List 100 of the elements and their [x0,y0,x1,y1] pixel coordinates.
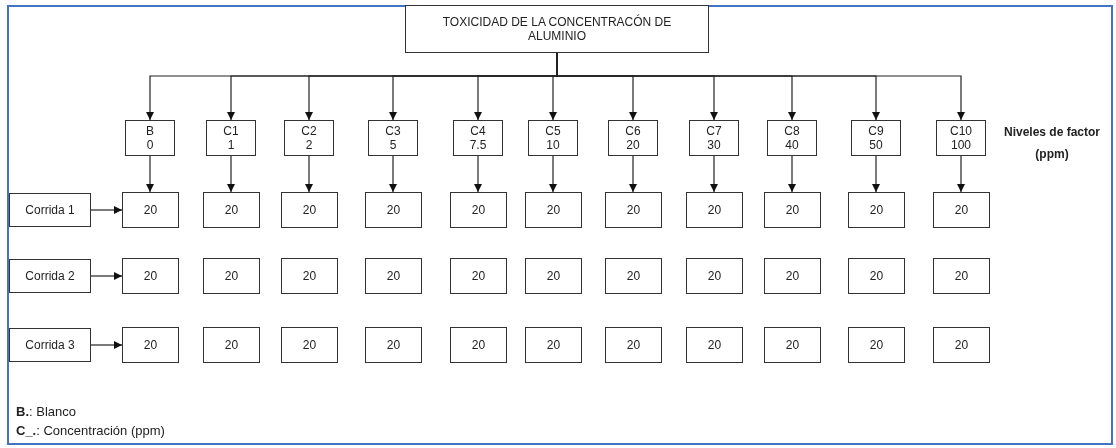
value-text: 20 [224,203,239,217]
level-text: 7.5 [469,138,487,152]
arrow [226,155,236,193]
run-label-box [9,193,91,227]
value-text: 20 [869,269,884,283]
value-box [525,258,582,294]
value-box [605,327,662,363]
level-box [368,120,418,156]
value-text: 20 [386,338,401,352]
value-box [605,258,662,294]
level-text: 20 [626,138,640,152]
level-box [453,120,503,156]
value-box [281,327,338,363]
value-text: 20 [302,269,317,283]
value-box [764,258,821,294]
arrow [90,271,123,281]
level-box [689,120,739,156]
value-text: 20 [471,338,486,352]
value-text: 20 [471,269,486,283]
level-box [284,120,334,156]
value-box [933,258,990,294]
value-text: 20 [143,338,158,352]
value-box [203,192,260,228]
value-box [122,192,179,228]
run-label-box [9,328,91,362]
value-text: 20 [626,338,641,352]
value-box [281,258,338,294]
value-box [203,327,260,363]
legend-note: B.: Blanco [16,404,77,419]
arrow [473,155,483,193]
level-text: 40 [785,138,799,152]
title-text: TOXICIDAD DE LA CONCENTRACÓN DE ALUMINIO [441,15,673,43]
value-text: 20 [471,203,486,217]
value-box [764,192,821,228]
arrow [787,155,797,193]
level-text: 0 [146,138,154,152]
value-text: 20 [302,203,317,217]
arrow [956,155,966,193]
level-text: 10 [546,138,560,152]
value-box [686,327,743,363]
value-text: 20 [626,203,641,217]
level-text: C1 [223,124,239,138]
level-text: 2 [305,138,313,152]
level-box [767,120,817,156]
value-box [686,192,743,228]
value-box [848,327,905,363]
run-label: Corrida 1 [25,203,75,217]
value-text: 20 [546,269,561,283]
arrow [304,155,314,193]
axis-note: Niveles de factor (ppm) [1002,124,1101,163]
value-text: 20 [546,338,561,352]
level-text: C3 [385,124,401,138]
value-box [122,327,179,363]
level-text: B [146,124,154,138]
value-box [525,327,582,363]
level-text: C7 [706,124,722,138]
value-text: 20 [626,269,641,283]
level-text: C10 [950,124,972,138]
value-text: 20 [386,269,401,283]
value-box [450,258,507,294]
value-text: 20 [386,203,401,217]
value-text: 20 [785,269,800,283]
level-text: C9 [868,124,884,138]
value-text: 20 [707,203,722,217]
run-label-box [9,259,91,293]
value-text: 20 [785,203,800,217]
level-text: C6 [625,124,641,138]
level-text: 100 [951,138,971,152]
arrow [90,205,123,215]
value-text: 20 [869,338,884,352]
level-box [851,120,901,156]
level-box [608,120,658,156]
value-text: 20 [954,338,969,352]
level-text: 5 [389,138,397,152]
arrow [548,155,558,193]
level-text: 30 [707,138,721,152]
arrow [871,155,881,193]
value-text: 20 [707,338,722,352]
value-box [365,327,422,363]
level-box [125,120,175,156]
value-box [605,192,662,228]
arrow [145,155,155,193]
level-text: C8 [784,124,800,138]
value-box [122,258,179,294]
value-text: 20 [707,269,722,283]
value-box [933,192,990,228]
arrow [90,340,123,350]
value-box [365,258,422,294]
title-box [405,5,709,53]
value-box [365,192,422,228]
run-label: Corrida 3 [25,338,75,352]
arrow [628,155,638,193]
value-text: 20 [869,203,884,217]
level-box [936,120,986,156]
level-text: C4 [470,124,486,138]
level-text: 1 [227,138,235,152]
run-label: Corrida 2 [25,269,75,283]
value-text: 20 [224,269,239,283]
value-text: 20 [954,269,969,283]
value-box [450,192,507,228]
